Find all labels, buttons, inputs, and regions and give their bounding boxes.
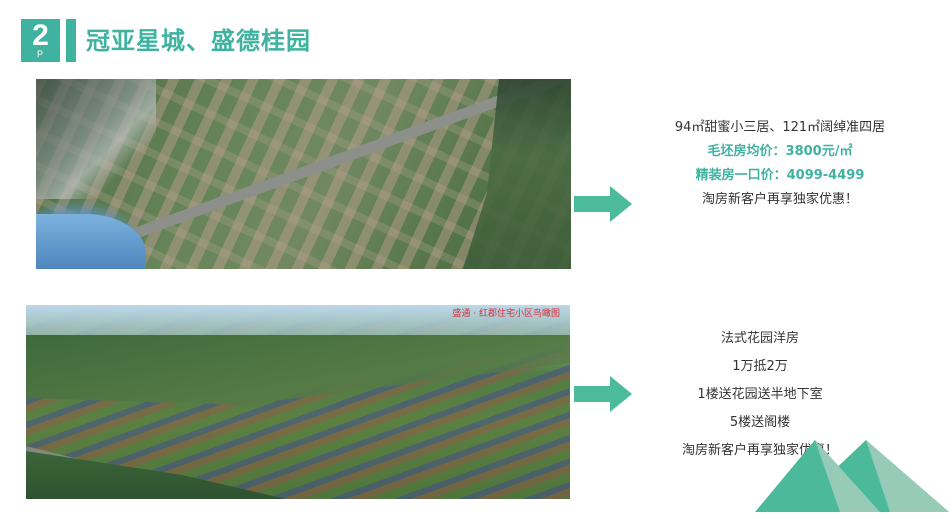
info-line-floor5: 5楼送阁楼 <box>729 415 791 430</box>
project-info-shengde: 法式花园洋房 1万抵2万 1楼送花园送半地下室 5楼送阁楼 淘房新客户再享独家优… <box>650 325 870 465</box>
page-number-badge: 2 P <box>21 19 60 62</box>
photo-forest <box>26 335 570 405</box>
photo-hill <box>463 79 571 269</box>
photo-lake <box>36 214 146 269</box>
photo-river <box>36 79 156 199</box>
info-line-offer: 淘房新客户再享独家优惠！ <box>681 443 838 458</box>
page-title: 冠亚星城、盛德桂园 <box>86 27 311 55</box>
info-line-finished-price: 精装房一口价：4099-4499 <box>695 168 865 183</box>
info-line-offer: 淘房新客户再享独家优惠！ <box>701 192 858 207</box>
project-photo-guanya <box>36 79 571 269</box>
info-line-deposit: 1万抵2万 <box>732 359 788 374</box>
info-line-layout: 94㎡甜蜜小三居、121㎡阔绰准四居 <box>674 120 886 135</box>
photo-foreground <box>26 451 286 499</box>
page-number-suffix: P <box>37 49 44 59</box>
project-photo-shengde: 盛通 · 红郡住宅小区鸟瞰图 <box>26 305 570 499</box>
arrow-right-icon <box>574 376 632 412</box>
info-line-floor1: 1楼送花园送半地下室 <box>697 387 823 402</box>
info-line-type: 法式花园洋房 <box>720 331 799 346</box>
page-number: 2 <box>32 19 49 52</box>
photo-caption: 盛通 · 红郡住宅小区鸟瞰图 <box>452 309 560 319</box>
mountains-icon <box>755 440 949 512</box>
arrow-right-icon <box>574 186 632 222</box>
info-line-rough-price: 毛坯房均价：3800元/㎡ <box>707 144 853 159</box>
project-info-guanya: 94㎡甜蜜小三居、121㎡阔绰准四居 毛坯房均价：3800元/㎡ 精装房一口价：… <box>650 116 910 212</box>
title-accent-bar <box>66 19 76 62</box>
